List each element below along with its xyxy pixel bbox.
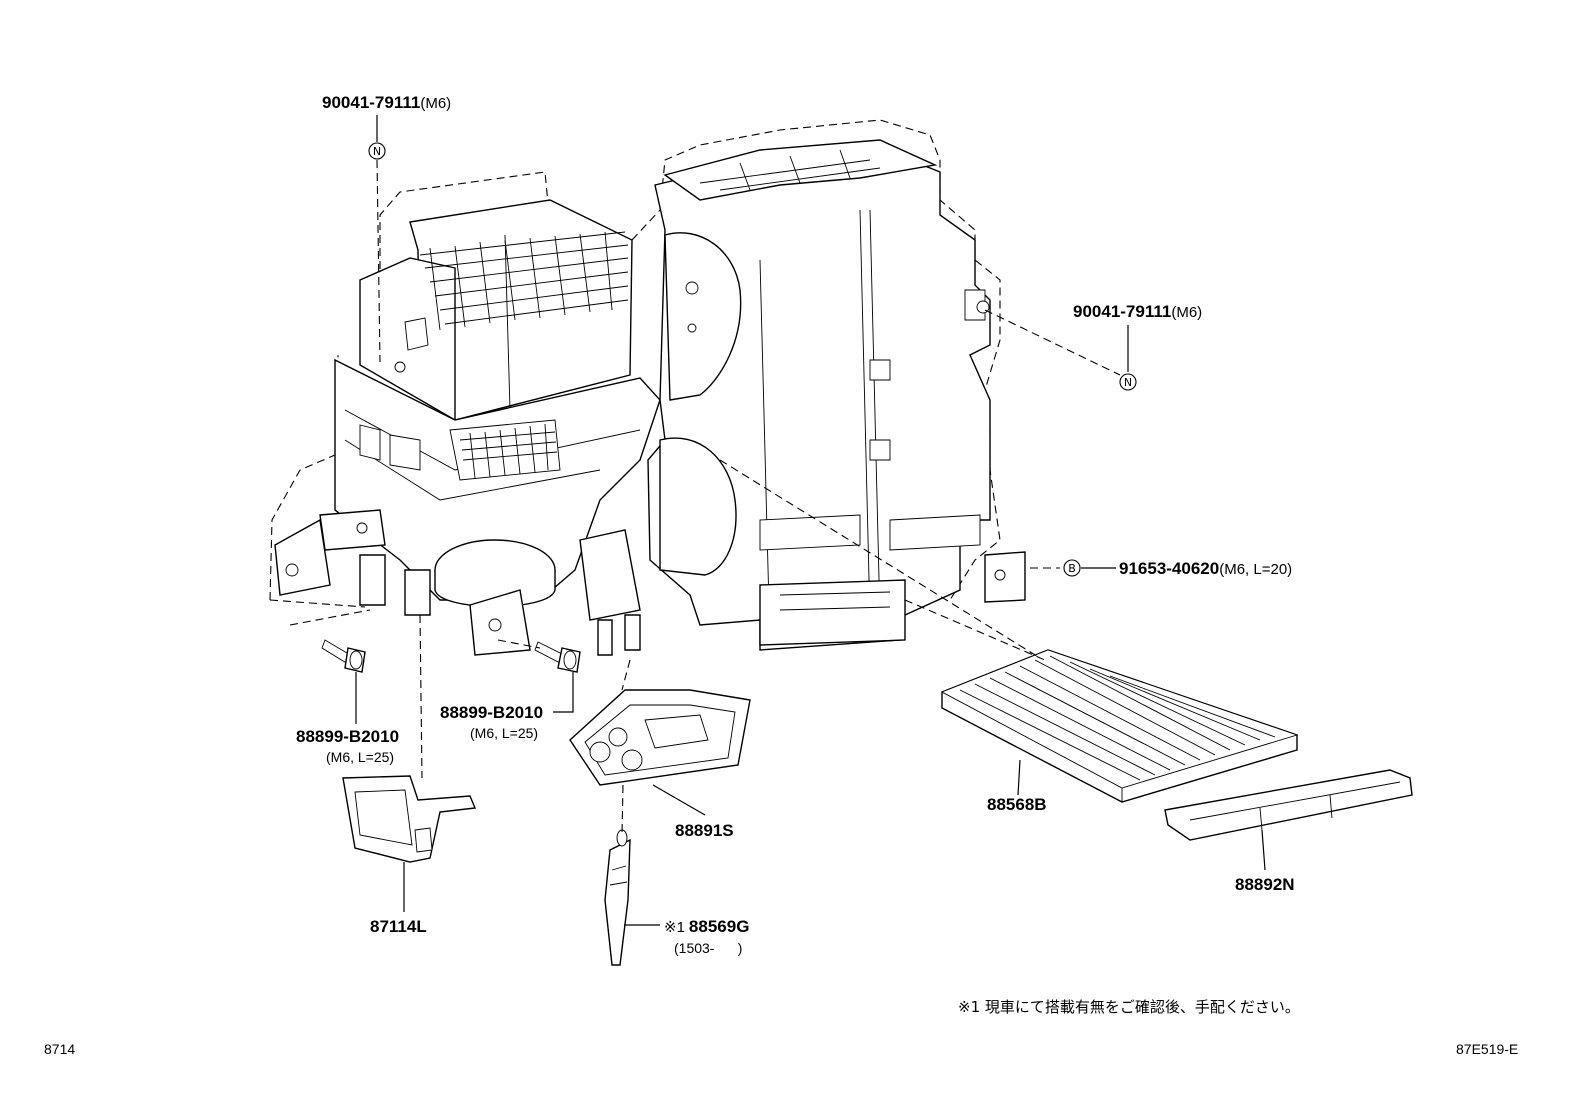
marker-n-right: N — [1119, 373, 1137, 391]
callout-cable-prefix: ※1 — [664, 919, 685, 936]
callout-bolt-top-left-spec: (M6) — [420, 95, 451, 112]
bracket-part — [342, 775, 477, 863]
marker-b-label: B — [1068, 562, 1076, 575]
callout-filter-cover-part: 88892N — [1235, 875, 1295, 894]
callout-screw-left-spec: (M6, L=25) — [326, 749, 394, 765]
marker-n-top: N — [368, 142, 386, 160]
cable-part — [604, 829, 631, 966]
blower-assembly — [269, 171, 661, 656]
callout-screw-right: 91653-40620(M6, L=20) — [1119, 559, 1292, 578]
marker-b: B — [1063, 559, 1081, 577]
screw-left — [321, 639, 366, 673]
callout-filter-part: 88568B — [987, 795, 1047, 814]
callout-bolt-right-part: 90041-79111 — [1073, 302, 1171, 321]
callout-screw-center-part: 88899-B2010 — [440, 703, 543, 722]
callout-screw-right-spec: (M6, L=20) — [1219, 561, 1292, 578]
callout-cable-spec: (1503- ) — [674, 940, 742, 956]
callout-bolt-right-spec: (M6) — [1171, 304, 1202, 321]
screw-center — [534, 641, 581, 673]
callout-bolt-top-left-part: 90041-79111 — [322, 93, 420, 112]
gasket-part — [569, 689, 751, 786]
cabin-filter-part — [940, 649, 1299, 803]
heater-unit — [631, 119, 1026, 651]
marker-n-right-label: N — [1124, 376, 1132, 389]
callout-bracket-part: 87114L — [370, 917, 427, 936]
page-code: 8714 — [44, 1041, 75, 1057]
callout-screw-center-spec: (M6, L=25) — [470, 725, 538, 741]
callout-screw-right-part: 91653-40620 — [1119, 559, 1219, 578]
callout-bolt-right: 90041-79111(M6) — [1073, 302, 1202, 321]
figure-id: 87E519-E — [1456, 1041, 1518, 1057]
callout-gasket-part: 88891S — [675, 821, 734, 840]
leader-lines — [355, 115, 1266, 926]
filter-cover-part — [1164, 769, 1413, 841]
callout-screw-left-part: 88899-B2010 — [296, 727, 399, 746]
marker-n-top-label: N — [373, 145, 381, 158]
footnote: ※1 現車にて搭載有無をご確認後、手配ください。 — [958, 998, 1300, 1016]
callout-cable-part: 88569G — [689, 917, 750, 936]
callout-bolt-top-left: 90041-79111(M6) — [322, 93, 451, 112]
